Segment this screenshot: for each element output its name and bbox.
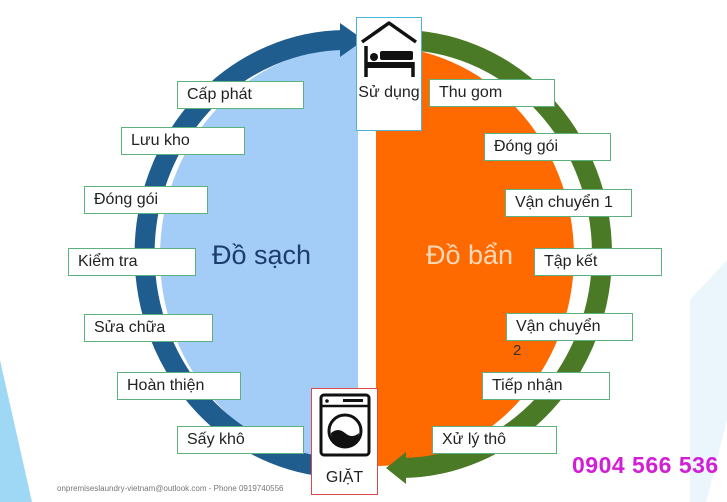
dirty-step-number: 2 xyxy=(513,342,522,359)
clean-step-dong-goi: Đóng gói xyxy=(84,186,208,214)
washing-machine-icon xyxy=(319,393,371,457)
bed-icon xyxy=(360,21,418,77)
dirty-step-tap-ket: Tập kết xyxy=(534,248,662,276)
dirty-step-dong-goi: Đóng gói xyxy=(484,133,611,161)
clean-step-kiem-tra: Kiểm tra xyxy=(68,248,196,276)
phone-number: 0904 566 536 xyxy=(572,452,719,478)
dirty-arrowhead xyxy=(386,452,406,484)
footer-contact: onpremiseslaundry-vietnam@outlook.com - … xyxy=(57,484,284,493)
dirty-step-xu-ly-tho: Xử lý thô xyxy=(432,426,557,454)
clean-step-say-kho: Sấy khô xyxy=(177,426,304,454)
dirty-step-tiep-nhan: Tiếp nhận xyxy=(482,372,610,400)
accent-triangle xyxy=(0,360,32,502)
dirty-step-thu-gom: Thu gom xyxy=(429,79,555,107)
use-node: Sử dụng xyxy=(356,17,422,131)
clean-step-sua-chua: Sửa chữa xyxy=(84,314,213,342)
clean-step-cap-phat: Cấp phát xyxy=(177,81,304,109)
dirty-step-van-chuyen-1: Vận chuyển 1 xyxy=(505,189,632,217)
dirty-side-label: Đồ bẩn xyxy=(426,240,514,270)
clean-side-label: Đồ sạch xyxy=(212,240,312,270)
wash-node: GIẶT xyxy=(311,388,378,495)
dirty-step-van-chuyen-2: Vận chuyển 2 xyxy=(506,313,633,359)
dirty-step-label: Vận chuyển xyxy=(516,318,601,335)
wash-label: GIẶT xyxy=(325,469,364,486)
clean-step-luu-kho: Lưu kho xyxy=(121,127,245,155)
accent-stripe xyxy=(690,260,727,502)
use-label: Sử dụng xyxy=(358,84,420,101)
clean-arrowhead xyxy=(340,23,364,57)
clean-step-hoan-thien: Hoàn thiện xyxy=(117,372,241,400)
